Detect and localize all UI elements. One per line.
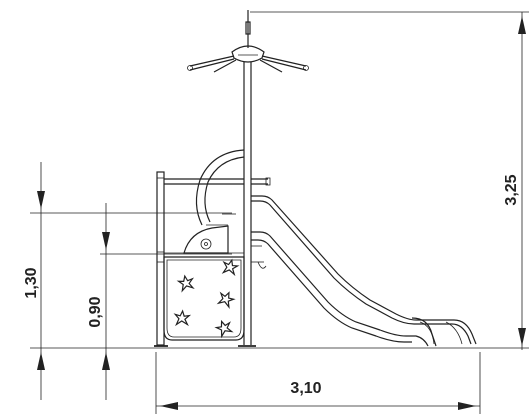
dimension-platform-height-label: 1,30 [23,267,40,298]
handrail-loop [195,149,245,226]
top-rail [164,177,271,186]
dimension-width: 3,10 [155,352,481,414]
climbing-hold-icon [221,258,240,277]
dimension-platform-height: 1,30 [23,162,232,400]
left-post [156,171,165,346]
dimension-total-height-label: 3,25 [503,174,520,205]
dimension-width-label: 3,10 [290,380,321,397]
climbing-hold-icon [214,319,234,339]
dimension-total-height: 3,25 [250,11,529,350]
dimension-fall-height-label: 0,90 [87,296,104,327]
climbing-hold-icon [173,309,192,327]
climbing-hold-icon [216,291,236,309]
main-pole [243,62,252,345]
climbing-wall [163,256,245,341]
dimension-fall-height: 0,90 [87,203,232,400]
climbing-hold-icon [176,274,195,293]
slide [251,195,477,347]
climbing-holds [173,258,240,339]
roof-canopy-icon [187,10,309,73]
platform [164,225,244,258]
